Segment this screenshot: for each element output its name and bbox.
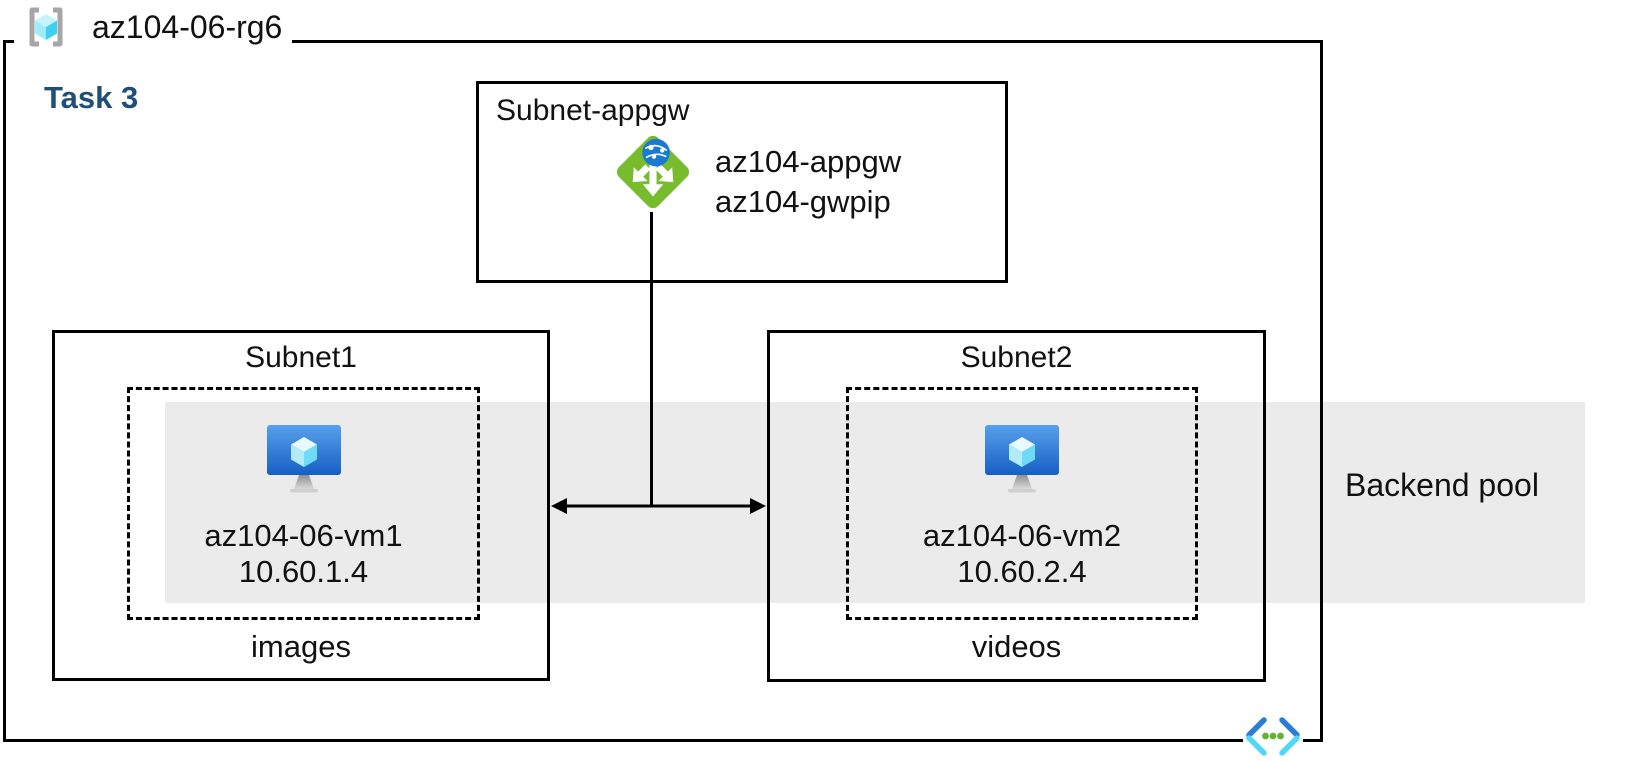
subnet2-box: Subnet2 az104-06-vm2 10.60.2.4 videos	[767, 330, 1266, 682]
vm2-name: az104-06-vm2	[922, 518, 1122, 553]
backend-pool-band	[165, 402, 1585, 603]
virtual-machine-icon	[985, 425, 1059, 493]
appgw-labels: az104-appgw az104-gwpip	[715, 142, 901, 222]
vm2-ip: 10.60.2.4	[957, 554, 1087, 589]
vm1-name: az104-06-vm1	[204, 518, 403, 553]
vm2-dashed-boundary: az104-06-vm2 10.60.2.4	[846, 387, 1198, 620]
resource-group-name: az104-06-rg6	[92, 8, 283, 45]
application-gateway-icon	[616, 135, 690, 209]
globe-icon	[642, 138, 670, 167]
virtual-network-icon	[1243, 716, 1303, 756]
resource-group-box	[3, 40, 1323, 742]
vm1-dashed-boundary: az104-06-vm1 10.60.1.4	[127, 387, 480, 620]
appgw-subnet-box: Subnet-appgw	[476, 81, 1008, 283]
subnet1-title: Subnet1	[245, 341, 357, 374]
subnet1-box: Subnet1 az104-06-vm1 10.60.1.4 images	[52, 330, 550, 681]
appgw-subnet-title: Subnet-appgw	[496, 94, 690, 127]
resource-group-icon	[29, 7, 63, 47]
appgw-name: az104-appgw	[715, 144, 902, 179]
subnet2-caption: videos	[971, 629, 1062, 664]
resource-group-header: az104-06-rg6	[14, 2, 293, 52]
subnet2-title: Subnet2	[960, 341, 1073, 374]
vm1-ip: 10.60.1.4	[238, 554, 369, 589]
subnet1-caption: images	[251, 629, 351, 664]
virtual-machine-icon	[266, 425, 341, 493]
appgw-public-ip-name: az104-gwpip	[715, 184, 891, 219]
backend-pool-label: Backend pool	[1345, 467, 1539, 503]
task-label: Task 3	[44, 80, 139, 115]
